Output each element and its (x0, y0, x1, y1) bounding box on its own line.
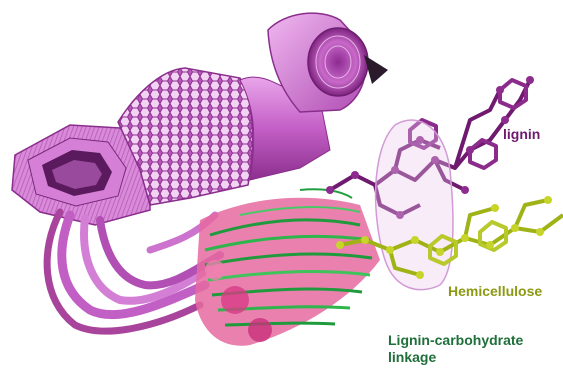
microfibril-strands (47, 212, 220, 331)
hemicellulose-label: Hemicellulose (448, 283, 542, 300)
lignin-carbohydrate-linkage-label: Lignin-carbohydrate linkage (388, 332, 523, 366)
cellulose-fibril-bundle (195, 189, 380, 345)
lcc-label-line2: linkage (388, 349, 523, 366)
lcc-label-line1: Lignin-carbohydrate (388, 332, 523, 349)
lignin-label: lignin (503, 126, 540, 143)
